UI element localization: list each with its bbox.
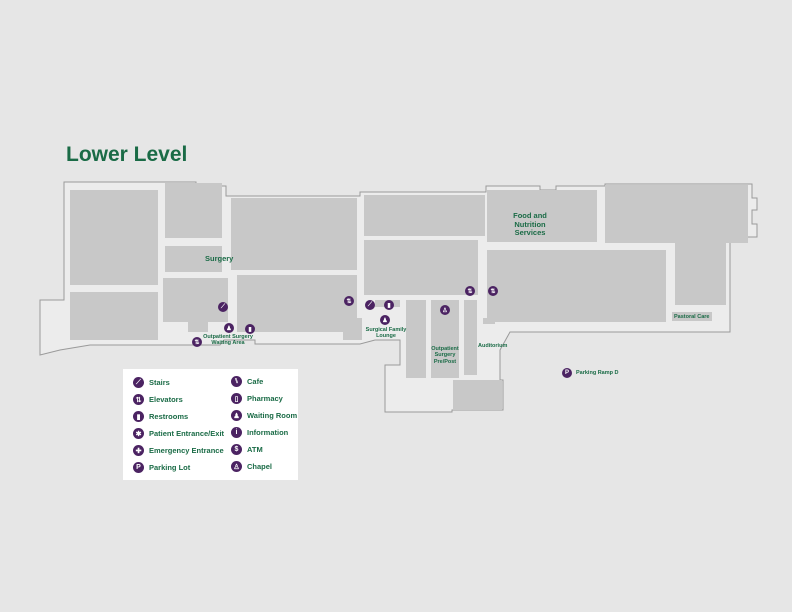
waiting-room-icon: ♟	[231, 410, 242, 421]
cafe-icon: ⑊	[231, 376, 242, 387]
legend-item-emergency: ✚ Emergency Entrance	[133, 445, 224, 456]
legend-label: Stairs	[149, 378, 170, 387]
elevator-icon: ⇅	[465, 286, 475, 296]
legend-item-stairs: ⟋ Stairs	[133, 377, 170, 388]
elevator-icon: ⇅	[488, 286, 498, 296]
stairs-icon: ⟋	[133, 377, 144, 388]
elevator-icon: ⇅	[192, 337, 202, 347]
legend-label: ATM	[247, 445, 263, 454]
stairs-icon: ⟋	[365, 300, 375, 310]
legend-item-elevators: ⇅ Elevators	[133, 394, 183, 405]
legend-label: Chapel	[247, 462, 273, 471]
legend-item-information: i Information	[231, 427, 288, 438]
waiting-room-icon: ♟	[224, 323, 234, 333]
emergency-icon: ✚	[133, 445, 144, 456]
legend-label: Parking Lot	[149, 463, 191, 472]
parking-icon: P	[133, 462, 144, 473]
pharmacy-icon: ▯	[231, 393, 242, 404]
legend-item-pharmacy: ▯ Pharmacy	[231, 393, 283, 404]
label-surgical-family-lounge: Surgical Family Lounge	[365, 327, 407, 340]
legend: ⟋ Stairs ⇅ Elevators ▮ Restrooms ✱ Patient E…	[123, 369, 298, 480]
atm-icon: $	[231, 444, 242, 455]
legend-label: Cafe	[247, 377, 264, 386]
legend-label: Elevators	[149, 395, 183, 404]
page-title: Lower Level	[66, 143, 188, 166]
legend-label: Emergency Entrance	[149, 446, 224, 455]
legend-label: Restrooms	[149, 412, 189, 421]
legend-label: Waiting Room	[247, 411, 298, 420]
legend-item-patient-entrance: ✱ Patient Entrance/Exit	[133, 428, 224, 439]
rooms	[70, 183, 748, 410]
information-icon: i	[231, 427, 242, 438]
restroom-icon: ▮	[133, 411, 144, 422]
label-pastoral-care: Pastoral Care	[674, 314, 710, 320]
stairs-icon: ⟋	[218, 302, 228, 312]
restroom-icon: ▮	[384, 300, 394, 310]
patient-entrance-icon: ✱	[133, 428, 144, 439]
legend-label: Pharmacy	[247, 394, 283, 403]
label-food-nutrition: Food and Nutrition Services	[513, 211, 547, 238]
label-auditorium: Auditorium	[478, 343, 508, 349]
legend-item-restrooms: ▮ Restrooms	[133, 411, 188, 422]
label-parking-ramp: Parking Ramp D	[576, 370, 619, 376]
legend-label: Patient Entrance/Exit	[149, 429, 225, 438]
chapel-icon: ♙	[440, 305, 450, 315]
legend-label: Information	[247, 428, 289, 437]
label-outpatient-waiting: Outpatient Surgery Waiting Area	[203, 334, 253, 347]
label-outpatient-prepost: Outpatient Surgery Pre/Post	[431, 346, 459, 365]
legend-item-cafe: ⑊ Cafe	[231, 376, 263, 387]
chapel-icon: ♙	[231, 461, 242, 472]
restroom-icon: ▮	[245, 324, 255, 334]
legend-item-parking: P Parking Lot	[133, 462, 190, 473]
label-surgery: Surgery	[205, 254, 234, 263]
legend-item-waiting-room: ♟ Waiting Room	[231, 410, 297, 421]
legend-item-chapel: ♙ Chapel	[231, 461, 272, 472]
elevator-icon: ⇅	[344, 296, 354, 306]
parking-icon: P	[562, 368, 572, 378]
elevator-icon: ⇅	[133, 394, 144, 405]
waiting-room-icon: ♟	[380, 315, 390, 325]
legend-item-atm: $ ATM	[231, 444, 263, 455]
